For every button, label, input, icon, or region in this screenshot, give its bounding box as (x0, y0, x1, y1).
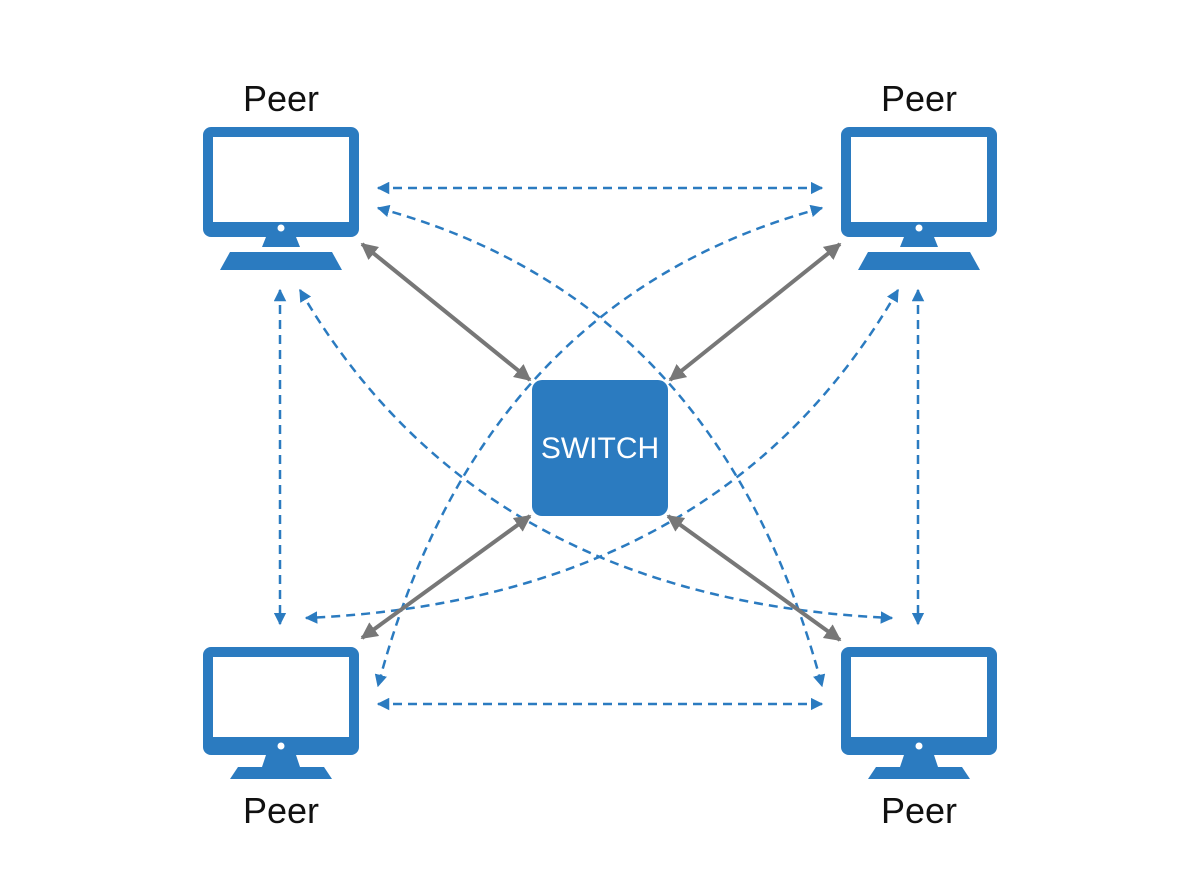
peer-label: Peer (881, 78, 957, 119)
link-switch-top-left (360, 242, 532, 382)
monitor-keyboard-icon (841, 127, 997, 270)
switch-box (532, 380, 668, 516)
peer-label: Peer (243, 790, 319, 831)
switch-node: SWITCH (532, 380, 668, 516)
monitor-keyboard-icon (203, 127, 359, 270)
monitor-icon (841, 647, 997, 779)
switch-links (360, 242, 842, 642)
peer-bottom-right: Peer (841, 647, 997, 831)
peer-label: Peer (243, 78, 319, 119)
monitor-icon (203, 647, 359, 779)
peer-top-left: Peer (203, 78, 359, 270)
peer-top-right: Peer (841, 78, 997, 270)
link-switch-bottom-right (666, 514, 842, 642)
link-switch-bottom-left (360, 514, 532, 640)
link-switch-top-right (668, 242, 842, 382)
peer-label: Peer (881, 790, 957, 831)
peer-bottom-left: Peer (203, 647, 359, 831)
switch-label: SWITCH (541, 432, 659, 465)
